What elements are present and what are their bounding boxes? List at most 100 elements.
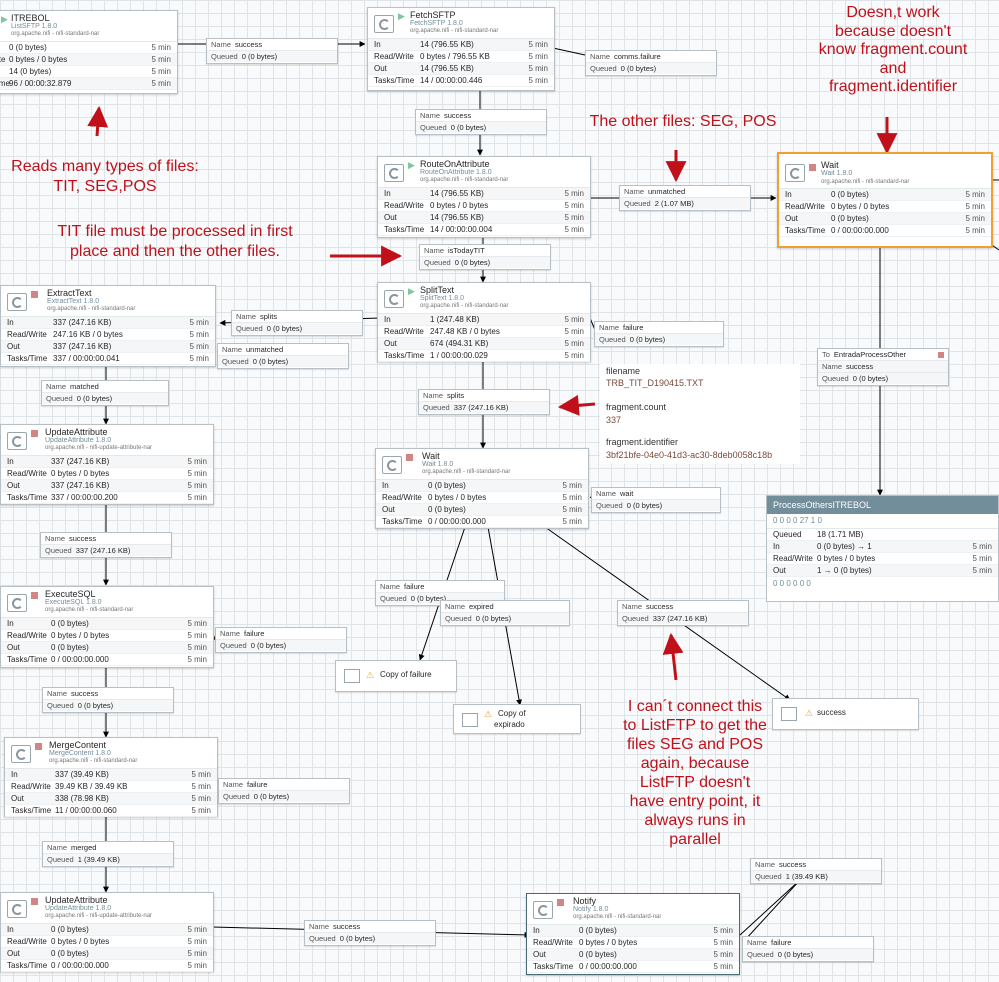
- flowfile-attributes-callout: filename TRB_TIT_D190415.TXT fragment.co…: [600, 364, 800, 464]
- queued-value: 0 (0 bytes): [252, 357, 289, 366]
- output-port-icon: [344, 669, 360, 683]
- processor-bundle: org.apache.nifi - nifi-standard-nar: [422, 469, 511, 475]
- queued-value: 0 (0 bytes): [454, 258, 491, 267]
- queued-value: 0 (0 bytes): [77, 701, 114, 710]
- stat-label: Read/Write: [11, 782, 51, 791]
- processor-type: Notify 1.8.0: [573, 906, 609, 913]
- stat-label: Out: [7, 643, 20, 652]
- processor-mergecontent[interactable]: MergeContent MergeContent 1.8.0 org.apac…: [4, 737, 218, 817]
- processor-updateattribute-1[interactable]: UpdateAttribute UpdateAttribute 1.8.0 or…: [0, 424, 214, 505]
- processor-name: MergeContent: [49, 740, 107, 750]
- processor-icon: [7, 900, 27, 918]
- processor-icon: [533, 901, 553, 919]
- stat-window: 5 min: [191, 770, 211, 779]
- stat-window: 5 min: [972, 554, 992, 563]
- stat-label: In: [384, 315, 391, 324]
- processor-notify[interactable]: Notify Notify 1.8.0 org.apache.nifi - ni…: [526, 893, 740, 975]
- processor-type: ListSFTP 1.8.0: [11, 23, 58, 30]
- name-label: Name: [420, 111, 441, 120]
- stat-label: Out: [7, 481, 20, 490]
- stat-label: Tasks/Time: [384, 351, 425, 360]
- stat-value: 14 / 00:00:00.446: [420, 76, 483, 85]
- processor-bundle: org.apache.nifi - nifi-standard-nar: [573, 914, 662, 920]
- processor-extracttext[interactable]: ExtractText ExtractText 1.8.0 org.apache…: [0, 285, 216, 367]
- processor-bundle: org.apache.nifi - nifi-standard-nar: [821, 179, 910, 185]
- stat-window: 5 min: [972, 542, 992, 551]
- queued-label: Queued: [596, 501, 623, 510]
- processor-name: Wait: [821, 160, 839, 170]
- stat-label: Out: [533, 950, 546, 959]
- processor-type: UpdateAttribute 1.8.0: [45, 905, 112, 912]
- queued-label: Queued: [236, 324, 263, 333]
- processor-wait-top-selected[interactable]: Wait Wait 1.8.0 org.apache.nifi - nifi-s…: [777, 152, 993, 248]
- stat-value: 0 (0 bytes): [51, 643, 89, 652]
- stat-value: 14 (796.55 KB): [430, 189, 484, 198]
- stat-window: 5 min: [191, 794, 211, 803]
- stat-label: Out: [11, 794, 24, 803]
- annotation-line: know fragment.count: [818, 41, 968, 58]
- processor-type: UpdateAttribute 1.8.0: [45, 437, 112, 444]
- stat-label: Tasks/Time: [7, 961, 48, 970]
- processor-splittext[interactable]: ▶ SplitText SplitText 1.8.0 org.apache.n…: [377, 282, 591, 362]
- queued-label: Queued: [622, 614, 649, 623]
- name-label: Name: [223, 780, 244, 789]
- stat-label: Read/Write: [533, 938, 573, 947]
- stat-label: Read/Write: [374, 52, 414, 61]
- stopped-icon: [557, 899, 564, 906]
- relationship-name: success: [69, 534, 97, 543]
- process-group-processothersitrebol[interactable]: ProcessOthersITREBOL 0 0 0 0 27 1 0 Queu…: [766, 495, 999, 602]
- stat-window: 5 min: [151, 79, 171, 88]
- processor-wait-mid[interactable]: Wait Wait 1.8.0 org.apache.nifi - nifi-s…: [375, 448, 589, 529]
- output-copy-of-failure[interactable]: ⚠Copy of failure: [335, 660, 457, 692]
- stat-value: 14 / 00:00:00.004: [430, 225, 493, 234]
- processor-icon: [11, 745, 31, 763]
- relationship-name: splits: [447, 391, 465, 400]
- processor-updateattribute-2[interactable]: UpdateAttribute UpdateAttribute 1.8.0 or…: [0, 892, 214, 972]
- stat-value: 0 (0 bytes): [831, 214, 869, 223]
- name-label: Name: [624, 187, 645, 196]
- stat-label: In: [785, 190, 792, 199]
- processor-executesql[interactable]: ExecuteSQL ExecuteSQL 1.8.0 org.apache.n…: [0, 586, 214, 668]
- processor-name: ExecuteSQL: [45, 589, 96, 599]
- stat-value: 337 (247.16 KB): [51, 481, 110, 490]
- stat-value: 14 (0 bytes): [9, 67, 52, 76]
- attr-value: 3bf21bfe-04e0-41d3-ac30-8deb0058c18b: [606, 450, 773, 460]
- processor-routeonattribute[interactable]: ▶ RouteOnAttribute RouteOnAttribute 1.8.…: [377, 156, 591, 238]
- stat-value: 0 (0 bytes): [51, 619, 89, 628]
- running-icon: ▶: [1, 14, 8, 24]
- stat-label: Tasks/Time: [11, 806, 52, 815]
- stat-label: Out: [384, 339, 397, 348]
- stat-label: In: [7, 457, 14, 466]
- processor-listsftp[interactable]: ▶ ITREBOL ListSFTP 1.8.0 org.apache.nifi…: [0, 10, 178, 94]
- annotation-line: always runs in: [644, 812, 746, 829]
- queued-value: 0 (0 bytes): [253, 792, 290, 801]
- processor-fetchsftp[interactable]: ▶ FetchSFTP FetchSFTP 1.8.0 org.apache.n…: [367, 7, 555, 91]
- output-success[interactable]: ⚠success: [772, 698, 919, 730]
- stat-window: 5 min: [151, 55, 171, 64]
- port-name-line2: expirado: [494, 720, 525, 729]
